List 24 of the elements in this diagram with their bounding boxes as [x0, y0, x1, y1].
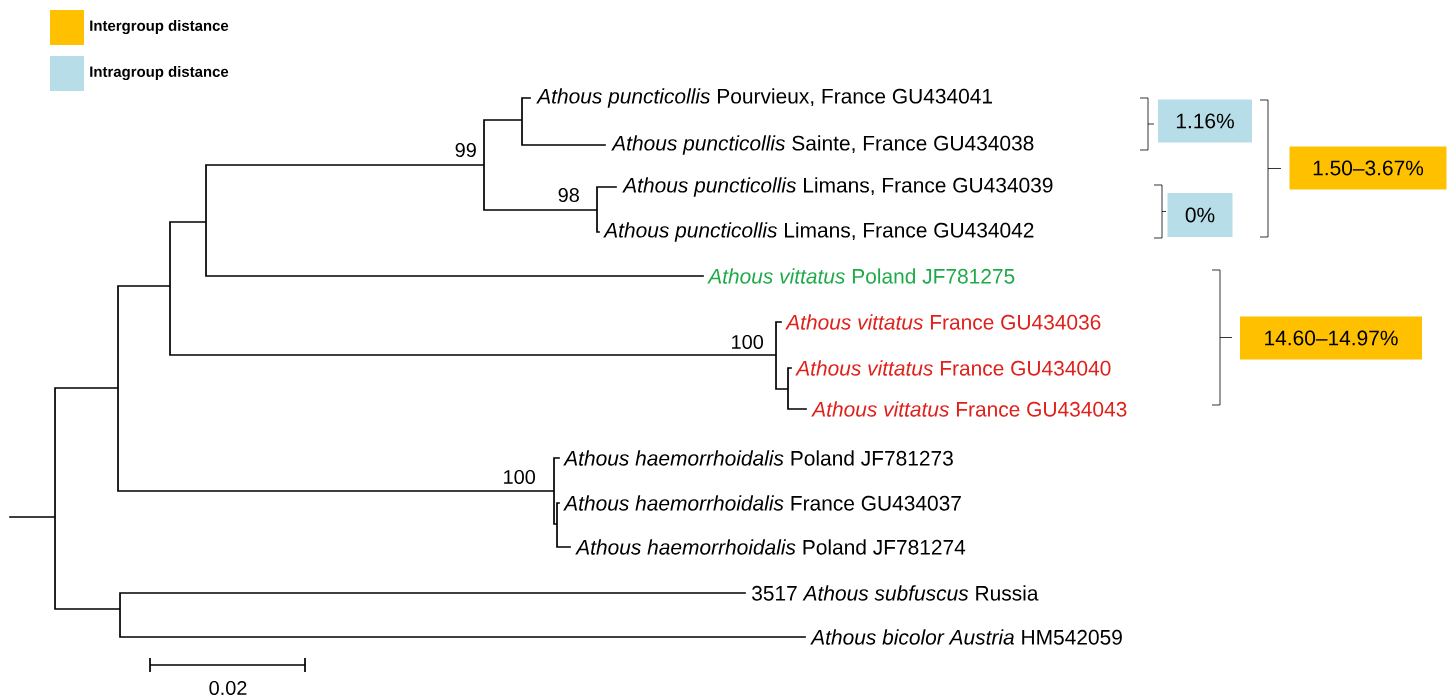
- taxon-label: Athous vittatus France GU434040: [795, 360, 1111, 376]
- taxon-label: 3517 Athous subfuscus Russia: [752, 585, 1039, 601]
- distance-box: 0%: [1167, 193, 1233, 237]
- bootstrap-value: 100: [732, 334, 763, 350]
- taxon-label: Athous haemorrhoidalis Poland JF781274: [575, 539, 966, 555]
- bootstrap-value: 100: [504, 469, 535, 485]
- distance-box: 14.60–14.97%: [1240, 316, 1422, 360]
- taxon-label: Athous haemorrhoidalis Poland JF781273: [563, 450, 953, 466]
- taxon-label: Athous puncticollis Limans, France GU434039: [622, 177, 1053, 197]
- taxon-label: Athous vittatus Poland JF781275: [707, 268, 1015, 284]
- bootstrap-value: 99: [455, 142, 476, 158]
- bootstrap-value: 98: [558, 187, 579, 203]
- taxon-label: Athous puncticollis Pourvieux, France GU434041: [536, 88, 992, 108]
- legend-label: Intergroup distance: [90, 20, 229, 34]
- taxon-label: Athous haemorrhoidalis France GU434037: [563, 495, 961, 511]
- legend-label: Intragroup distance: [90, 66, 229, 80]
- distance-box: 1.16%: [1158, 99, 1252, 143]
- taxon-label: Athous puncticollis Limans, France GU434042: [603, 222, 1034, 242]
- scale-label: 0.02: [209, 680, 247, 696]
- taxon-label: Athous vittatus France GU434036: [785, 314, 1101, 330]
- distance-box: 1.50–3.67%: [1289, 146, 1447, 190]
- taxon-label: Athous bicolor Austria HM542059: [810, 629, 1122, 645]
- taxon-label: Athous vittatus France GU434043: [811, 401, 1127, 417]
- taxon-label: Athous puncticollis Sainte, France GU434038: [611, 135, 1034, 155]
